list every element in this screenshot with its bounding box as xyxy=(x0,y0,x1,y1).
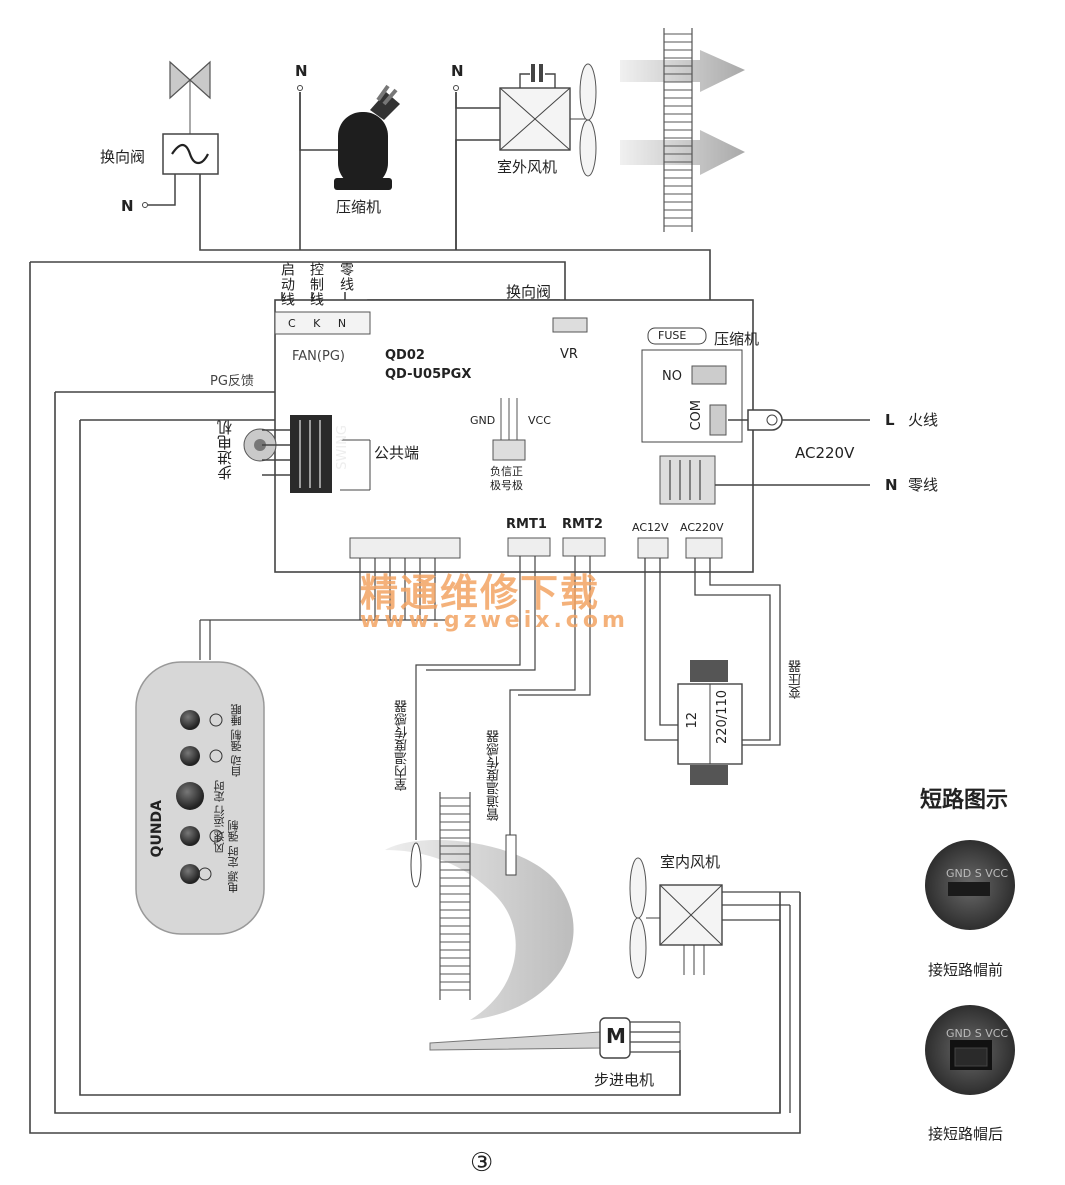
neutral-line-label: 零线 xyxy=(908,476,939,494)
chip-label-before: GND S VCC xyxy=(946,867,1009,880)
indoor-temp-sensor-probe xyxy=(410,842,422,888)
polarity-label-b: 极号极 xyxy=(490,479,523,492)
control-wire-label: 控制线 xyxy=(308,262,324,307)
watermark-url: www.gzweix.com xyxy=(360,608,629,633)
short-before-label: 接短路帽前 xyxy=(928,961,1004,979)
no-label: NO xyxy=(662,369,682,384)
outdoor-coil xyxy=(620,28,745,232)
rmt1-label: RMT1 xyxy=(506,517,547,532)
ac12v-label: AC12V xyxy=(632,521,669,534)
compressor-label: 压缩机 xyxy=(336,198,382,216)
outdoor-fan-symbol xyxy=(453,63,597,177)
vr-label: VR xyxy=(560,347,578,362)
ac-wave-icon xyxy=(171,143,209,165)
live-l-label: L xyxy=(885,411,895,429)
ac220v-connector xyxy=(685,537,723,559)
transformer xyxy=(677,660,743,785)
compressor-board-label: 压缩机 xyxy=(714,330,760,348)
stepper-motor-bottom-label: 步进电机 xyxy=(594,1071,655,1089)
short-circuit-title: 短路图示 xyxy=(920,788,1009,813)
page-number: ③ xyxy=(470,1148,494,1178)
gnd-vcc-pins xyxy=(500,398,518,440)
remote-row1: 自动 强制 睡眠 xyxy=(230,704,243,777)
gnd-label: GND xyxy=(470,414,496,427)
pipe-temp-sensor-probe xyxy=(505,834,517,876)
pins-ckn-label: C K N xyxy=(288,317,347,330)
transformer-label: 变压器 xyxy=(789,660,804,699)
relay-com-terminal xyxy=(709,404,727,436)
remote-row3: 电源 定时 强制 xyxy=(227,820,240,893)
fan-pg-connector xyxy=(274,311,371,335)
gnd-vcc-header xyxy=(492,439,526,461)
reversing-valve-label: 换向阀 xyxy=(100,148,146,166)
vr-connector xyxy=(552,317,588,333)
swing-connector xyxy=(290,415,332,493)
rmt2-label: RMT2 xyxy=(562,517,603,532)
motor-m-label: M xyxy=(606,1024,626,1048)
polarity-label-a: 负信正 xyxy=(490,465,523,478)
model-label-a: QD02 xyxy=(385,348,425,363)
neutral-wire-label: 零线 xyxy=(338,262,354,292)
remote-connector xyxy=(349,537,461,559)
neutral-label-compressor: N xyxy=(295,62,308,80)
louver-stepper xyxy=(429,1017,681,1059)
neutral-label-valve: N xyxy=(121,197,134,215)
transformer-12-label: 12 xyxy=(685,712,700,729)
ac220v-connector-label: AC220V xyxy=(680,521,724,534)
vcc-label: VCC xyxy=(528,414,551,427)
rmt2-connector xyxy=(562,537,606,557)
chip-label-after: GND S VCC xyxy=(946,1027,1009,1040)
indoor-coil xyxy=(439,792,471,1000)
outdoor-fan-label: 室外风机 xyxy=(497,158,558,176)
fan-pg-label: FAN(PG) xyxy=(292,349,345,364)
fuse xyxy=(647,327,707,345)
remote-cable xyxy=(199,558,445,660)
ac220v-label: AC220V xyxy=(795,444,855,462)
valve-board-label: 换向阀 xyxy=(506,283,552,301)
swing-label: SWING xyxy=(335,425,350,470)
indoor-fan-label: 室内风机 xyxy=(660,853,721,871)
model-label-b: QD-U05PGX xyxy=(385,367,472,382)
live-terminal xyxy=(728,409,870,431)
reversing-valve-symbol xyxy=(169,60,211,134)
remote-row2: 风速 运行 定时 xyxy=(213,780,226,853)
terminal-block xyxy=(659,455,716,505)
indoor-temp-sensor-label: 室内温度传感器 xyxy=(395,700,410,791)
transformer-220-label: 220/110 xyxy=(715,690,730,745)
watermark-cn: 精通维修下载 xyxy=(360,571,601,615)
common-terminal-label: 公共端 xyxy=(374,444,420,462)
com-label: COM xyxy=(689,400,704,431)
indoor-airflow-curve xyxy=(385,840,574,1020)
short-after-label: 接短路帽后 xyxy=(928,1125,1004,1143)
neutral-n-label: N xyxy=(885,476,898,494)
start-wire-label: 启动线 xyxy=(279,262,295,307)
indoor-fan-symbol xyxy=(629,857,800,1113)
fuse-label: FUSE xyxy=(658,329,687,342)
live-label: 火线 xyxy=(908,411,939,429)
relay-no-terminal xyxy=(691,365,727,385)
rmt1-connector xyxy=(507,537,551,557)
ac12v-connector xyxy=(637,537,669,559)
remote-control xyxy=(135,661,265,935)
remote-brand: QUNDA xyxy=(149,800,165,858)
compressor-symbol xyxy=(297,84,400,190)
terminal-block-pins xyxy=(669,460,701,500)
pipe-temp-sensor-label: 管道温度传感器 xyxy=(487,730,502,821)
pg-feedback-label: PG反馈 xyxy=(210,374,254,389)
neutral-label-fan: N xyxy=(451,62,464,80)
stepper-motor-left-label: 步进电机 xyxy=(216,420,234,480)
